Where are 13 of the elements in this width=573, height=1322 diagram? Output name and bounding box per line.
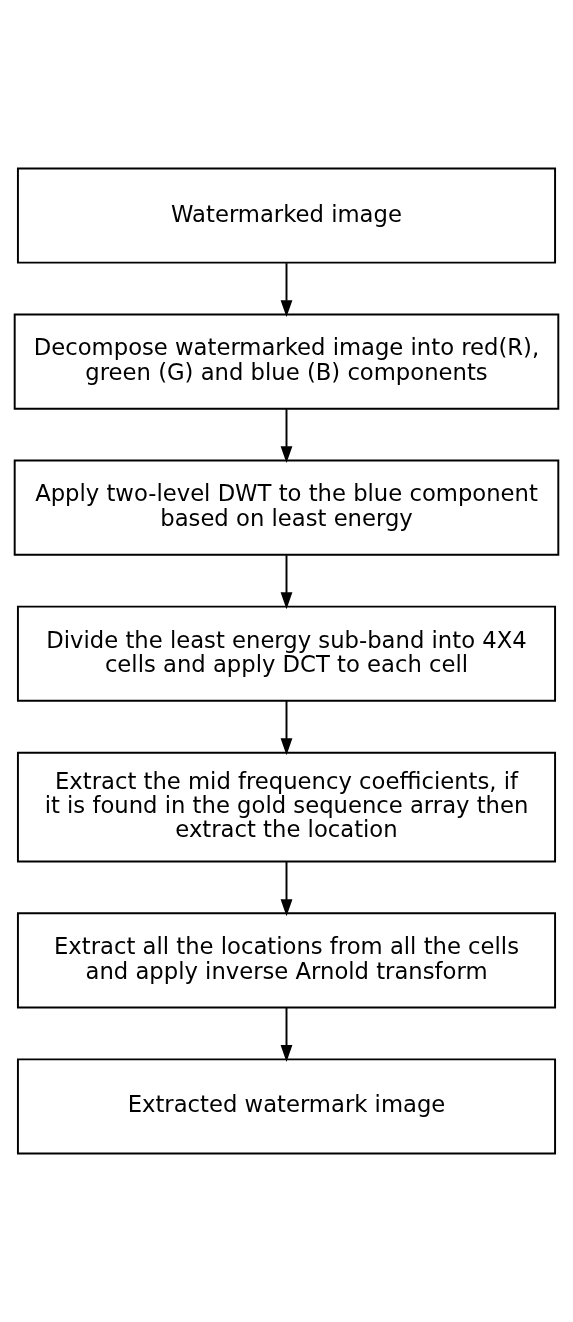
arrow <box>280 554 293 610</box>
arrow <box>280 860 293 917</box>
node-box: Watermarked image <box>16 167 557 264</box>
arrow <box>280 1007 293 1062</box>
node-box: Divide the least energy sub-band into 4X4 cells and apply DCT to each cell <box>16 605 557 702</box>
arrow <box>280 408 293 464</box>
node-box: Extract all the locations from all the cells and apply inverse Arnold transform <box>16 912 557 1009</box>
arrow <box>280 262 293 318</box>
node-box: Extracted watermark image <box>16 1058 557 1155</box>
node-box: Extract the mid frequency coefficients, if it is found in the gold sequence array then extract the location <box>16 751 557 863</box>
arrow <box>280 699 293 756</box>
node-box: Decompose watermarked image into red(R), green (G) and blue (B) components <box>13 313 560 410</box>
node-box: Apply two-level DWT to the blue component based on least energy <box>13 459 560 556</box>
